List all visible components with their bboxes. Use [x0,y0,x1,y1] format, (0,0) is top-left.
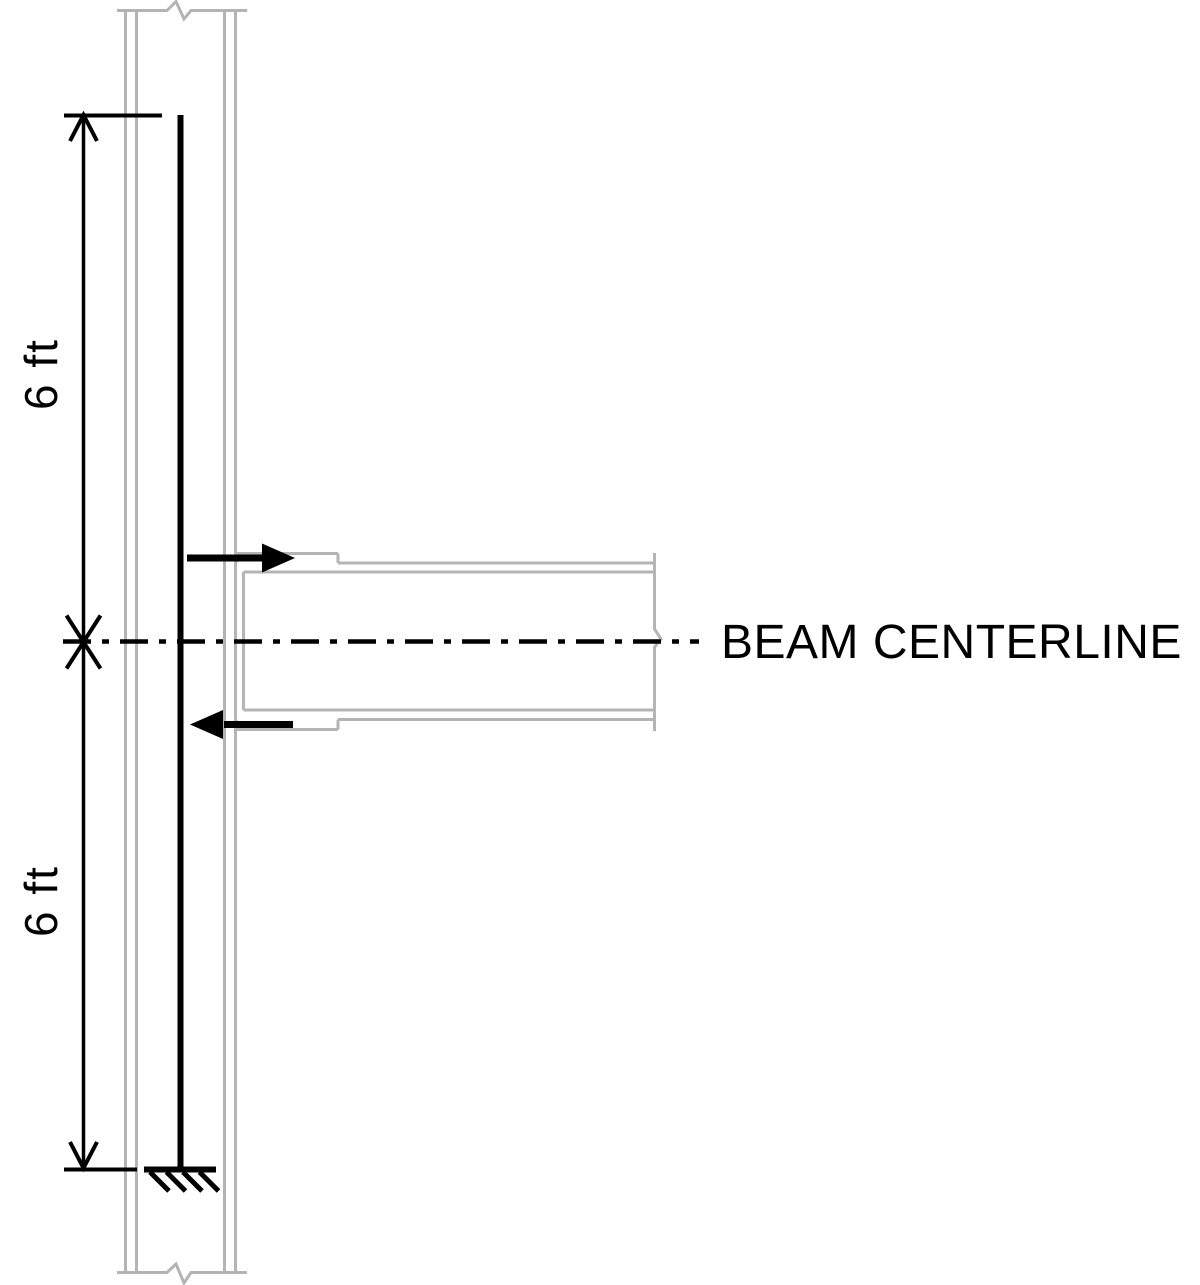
upper-dimension-label: 6 ft [15,338,67,410]
beam-end-break-symbol [653,553,663,731]
lower-dimension-label: 6 ft [15,865,67,937]
fixed-support-symbol [144,1166,221,1193]
column-top-break-symbol [117,0,247,22]
dimension-arrowhead-down-icon [68,1141,99,1173]
bottom-flange-force-arrow-left-icon [190,710,293,739]
beam-outline [234,552,663,731]
dimension-midpoint-double-arrowhead-icon [64,614,103,670]
beam-centerline-label: BEAM CENTERLINE [721,616,1182,669]
dimension-arrowhead-up-icon [68,110,99,142]
dimension-line [64,110,162,1173]
flange-force-arrows [187,543,295,739]
fixed-support-hatching [148,1170,221,1193]
column-bottom-break-symbol [117,1261,247,1285]
top-flange-force-arrow-right-icon [187,543,295,573]
